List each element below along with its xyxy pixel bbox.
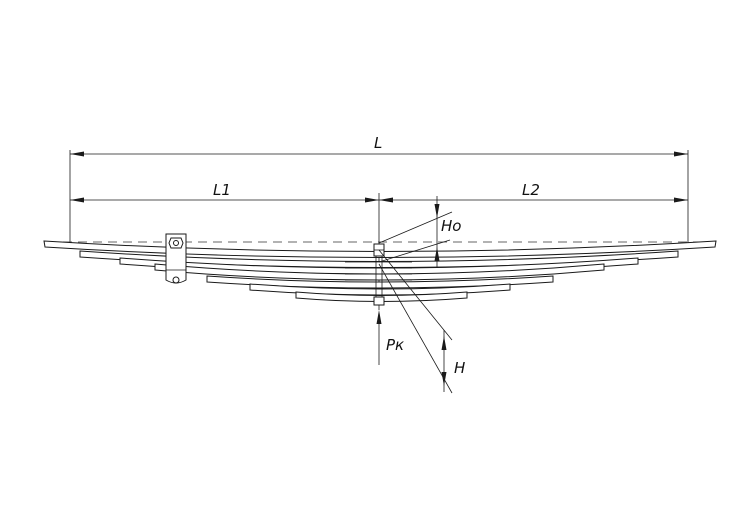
dimension-height: H [378,249,465,394]
label-height: H [454,359,465,377]
dimension-free-height: Hо [378,196,461,268]
label-total-length: L [374,134,382,152]
label-free-height: Hо [441,217,461,235]
label-load: Рк [386,336,404,354]
label-right-length: L2 [522,181,540,199]
dimension-half-lengths: L1 L2 [70,181,688,310]
dimension-total-length: L [69,134,689,243]
spring-leaves [43,240,717,302]
label-left-length: L1 [213,181,231,199]
rebound-clamp [165,233,187,284]
load-arrow: Рк [376,310,404,365]
